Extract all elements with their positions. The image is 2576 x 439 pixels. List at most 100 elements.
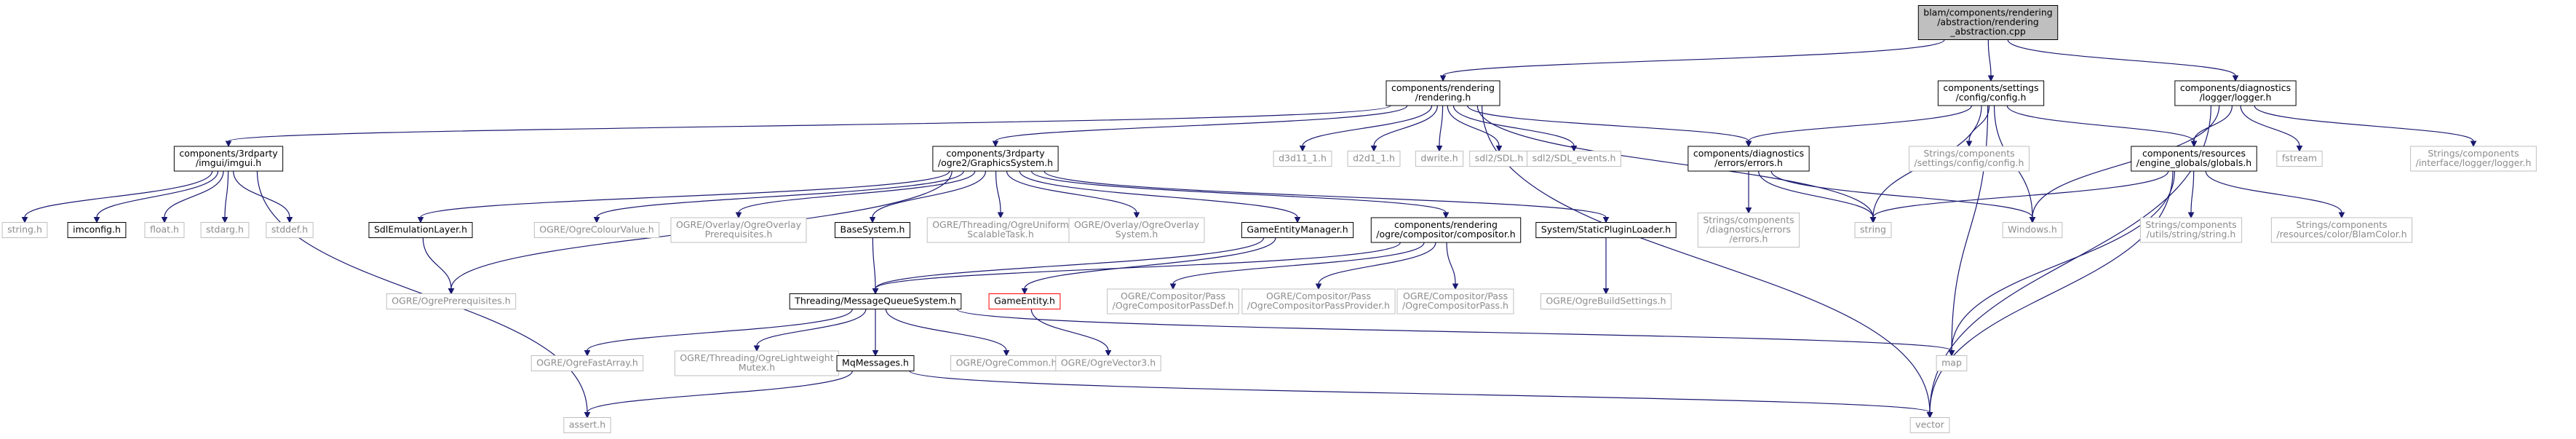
- graph-edge: [2205, 170, 2345, 219]
- graph-node-root[interactable]: blam/components/rendering/abstraction/re…: [1917, 5, 2059, 40]
- graph-edge: [735, 170, 976, 219]
- node-label-line: /OgreCompositorPassProvider.h: [1247, 300, 1390, 311]
- node-box: [988, 293, 1061, 309]
- graph-edge: [872, 242, 1401, 295]
- graph-edge: [872, 237, 1265, 295]
- node-label-line: /config/config.h: [1956, 92, 2027, 103]
- graph-edge: [1043, 170, 1610, 224]
- graph-node-cp-pass: OGRE/Compositor/Pass/OgreCompositorPass.…: [1396, 288, 1514, 315]
- graph-node-sdlemu[interactable]: SdlEmulationLayer.h: [368, 222, 473, 238]
- node-box: [1854, 222, 1892, 238]
- graph-node-logger-h[interactable]: components/diagnostics/logger/logger.h: [2174, 80, 2297, 106]
- node-label-line: /ogre/compositor/compositor.h: [1376, 229, 1515, 240]
- node-label-line: components/settings: [1943, 82, 2038, 93]
- graph-node-imgui-h[interactable]: components/3rdparty/imgui/imgui.h: [173, 146, 284, 172]
- graph-edge: [1770, 170, 2036, 224]
- graph-node-globals-h[interactable]: components/resources/engine_globals/glob…: [2131, 146, 2257, 172]
- node-box: [533, 222, 660, 238]
- graph-edge: [1439, 39, 1945, 82]
- graph-node-ogre-prereq: OGRE/OgrePrerequisites.h: [386, 293, 517, 309]
- graph-edge: [1602, 237, 1610, 295]
- node-box: [1909, 417, 1950, 433]
- graph-edge: [221, 170, 229, 224]
- graph-edge: [422, 237, 455, 295]
- graph-node-mq-system[interactable]: Threading/MessageQueueSystem.h: [789, 293, 962, 309]
- node-label-line: d3d11_1.h: [1279, 153, 1327, 164]
- graph-edge: [2187, 170, 2195, 219]
- graph-node-logger-strings: Strings/components/interface/logger/logg…: [2410, 146, 2537, 172]
- node-label-line: /engine_globals/globals.h: [2136, 157, 2251, 168]
- graph-node-basesystem[interactable]: BaseSystem.h: [835, 222, 910, 238]
- node-label-line: /utils/string/string.h: [2147, 229, 2236, 240]
- graph-node-utils-string: Strings/components/utils/string/string.h: [2139, 217, 2243, 243]
- graph-edge: [1169, 242, 1425, 290]
- node-label-line: components/diagnostics: [2180, 82, 2291, 93]
- graph-edge: [584, 371, 853, 419]
- graph-node-compositor-h[interactable]: components/rendering/ogre/compositor/com…: [1370, 217, 1522, 243]
- graph-node-dwrite: dwrite.h: [1415, 151, 1464, 167]
- node-box: [144, 222, 185, 238]
- node-box: [1055, 355, 1161, 371]
- graph-edge: [2254, 105, 2477, 148]
- node-label-line: System.h: [1116, 229, 1158, 240]
- graph-edge: [1447, 105, 1503, 152]
- graph-node-game-entity[interactable]: GameEntity.h: [988, 293, 1061, 309]
- graph-node-windows: Windows.h: [2002, 222, 2063, 238]
- graph-node-config-h[interactable]: components/settings/config/config.h: [1937, 80, 2045, 106]
- graph-edge: [1446, 242, 1459, 290]
- node-label-line: /rendering.h: [1415, 92, 1471, 103]
- node-label-line: /ogre2/GraphicsSystem.h: [938, 157, 1053, 168]
- node-label-line: ScalableTask.h: [967, 229, 1034, 240]
- graph-edge: [1745, 105, 1972, 148]
- node-label-line: GameEntityManager.h: [1247, 224, 1348, 235]
- graph-node-static-plugin[interactable]: System/StaticPluginLoader.h: [1535, 222, 1677, 238]
- graph-edge: [992, 105, 1408, 148]
- node-label-line: map: [1941, 357, 1962, 368]
- graph-node-vector: vector: [1909, 417, 1950, 433]
- node-box: [200, 222, 250, 238]
- graph-node-errors-h[interactable]: components/diagnostics/errors/errors.h: [1687, 146, 1810, 172]
- graph-edge: [1965, 105, 1990, 148]
- node-label-line: System/StaticPluginLoader.h: [1541, 224, 1671, 235]
- node-label-line: /errors.h: [1730, 234, 1768, 245]
- graph-node-colourvalue: OGRE/OgreColourValue.h: [533, 222, 660, 238]
- node-label-line: /imgui/imgui.h: [196, 157, 261, 168]
- node-label-line: OGRE/OgreFastArray.h: [536, 357, 638, 368]
- node-label-line: OGRE/Overlay/OgreOverlay: [676, 219, 802, 230]
- node-label-line: Prerequisites.h: [705, 229, 773, 240]
- graph-edge: [1869, 170, 2169, 224]
- graph-node-imconfig[interactable]: imconfig.h: [67, 222, 127, 238]
- graph-edge: [93, 170, 219, 224]
- graph-node-ogre-common: OGRE/OgreCommon.h: [950, 355, 1062, 371]
- node-label-line: /logger/logger.h: [2200, 92, 2272, 103]
- graph-edge: [753, 309, 867, 352]
- graph-node-graphics-h[interactable]: components/3rdparty/ogre2/GraphicsSystem…: [932, 146, 1059, 172]
- node-box: [1386, 80, 1500, 106]
- graph-edge: [1315, 242, 1436, 290]
- graph-edge: [161, 170, 224, 224]
- graph-node-vector3: OGRE/OgreVector3.h: [1055, 355, 1161, 371]
- graph-node-float-h: float.h: [144, 222, 185, 238]
- node-box: [2131, 146, 2257, 172]
- node-label-line: Strings/components: [2296, 219, 2387, 230]
- node-box: [2139, 217, 2243, 243]
- node-label-line: vector: [1915, 419, 1945, 430]
- graph-node-mq-messages[interactable]: MqMessages.h: [836, 355, 915, 371]
- node-box: [1917, 5, 2059, 40]
- graph-node-gem[interactable]: GameEntityManager.h: [1241, 222, 1354, 238]
- node-label-line: float.h: [150, 224, 179, 235]
- node-label-line: fstream: [2282, 153, 2317, 164]
- graph-node-stddef: stddef.h: [266, 222, 314, 238]
- node-box: [932, 146, 1059, 172]
- node-box: [1396, 288, 1514, 315]
- graph-node-rendering-h[interactable]: components/rendering/rendering.h: [1386, 80, 1500, 106]
- graph-edge: [1030, 309, 1112, 357]
- node-box: [1697, 213, 1800, 248]
- graph-node-cp-def: OGRE/Compositor/Pass/OgreCompositorPassD…: [1107, 288, 1239, 315]
- graph-edge: [233, 170, 293, 224]
- graph-node-fast-array: OGRE/OgreFastArray.h: [530, 355, 644, 371]
- graph-edge: [956, 308, 1955, 357]
